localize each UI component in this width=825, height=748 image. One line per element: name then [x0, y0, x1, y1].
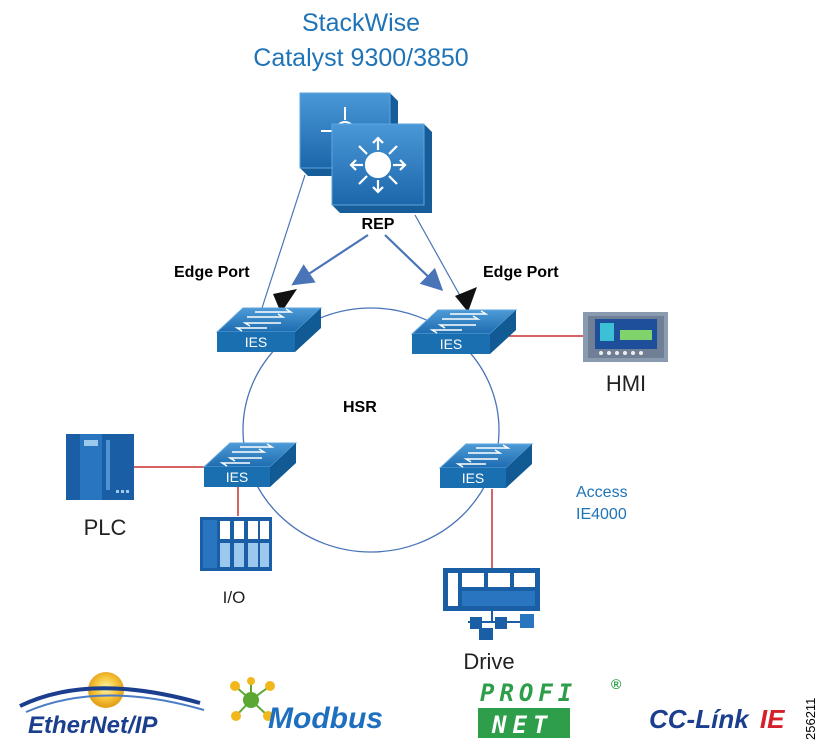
ies-label: IES: [245, 334, 268, 350]
cclink-ie-logo: CC-Línk IE: [649, 704, 785, 734]
router-arrows-icon: [349, 136, 407, 194]
modbus-logo-text: Modbus: [268, 702, 383, 735]
ies-switch-bottom-right: IES: [438, 443, 534, 488]
rep-arrow-right: [384, 234, 444, 292]
io-label: I/O: [223, 588, 246, 607]
svg-text:CC-Línk IE: CC-Línk IE: [649, 704, 785, 734]
registered-mark: ®: [611, 676, 622, 692]
uplink-right-thin: [414, 214, 469, 311]
hsr-label: HSR: [343, 399, 377, 416]
uplink-left-thin: [261, 174, 306, 309]
modbus-logo: Modbus: [230, 677, 383, 735]
cclink-logo-text: CC-Línk: [649, 704, 750, 734]
rep-arrow-left: [291, 234, 369, 286]
io-module-icon: [200, 517, 272, 571]
ies-switch-bottom-left: IES: [202, 442, 298, 487]
profinet-logo-line-1: PROFI: [480, 679, 577, 707]
ies-label: IES: [462, 470, 485, 486]
ies-switch-top-right: IES: [410, 309, 518, 354]
hsr-ring: [242, 307, 500, 553]
profinet-logo: PROFI NET ®: [477, 676, 622, 739]
ethernet-ip-logo-text: EtherNet/IP: [28, 712, 158, 739]
title-line-2: Catalyst 9300/3850: [253, 44, 468, 72]
ethernet-ip-logo: EtherNet/IP: [19, 672, 205, 739]
access-label-line-1: Access: [576, 484, 628, 501]
edge-port-arrow-left: [273, 289, 297, 313]
plc-label: PLC: [84, 515, 127, 540]
plc-icon: [66, 434, 134, 500]
figure-number: 256211: [803, 698, 818, 740]
edge-port-arrow-right: [455, 287, 477, 312]
core-switch-stack: [299, 92, 432, 213]
ies-label: IES: [226, 469, 249, 485]
modbus-molecule-icon: [230, 677, 275, 721]
ies-switch-top-left: IES: [215, 307, 323, 352]
drive-icon: [443, 568, 540, 640]
edge-port-right-label: Edge Port: [483, 264, 559, 281]
core-switch-front: [331, 123, 432, 213]
ies-label: IES: [440, 336, 463, 352]
rep-label: REP: [362, 216, 395, 233]
hmi-label: HMI: [606, 371, 646, 396]
hmi-panel-icon: [583, 312, 668, 362]
cclink-ie-text: IE: [760, 704, 785, 734]
edge-port-left-label: Edge Port: [174, 264, 250, 281]
access-label-line-2: IE4000: [576, 506, 627, 523]
drive-label: Drive: [463, 649, 514, 674]
profinet-logo-line-2: NET: [491, 711, 553, 739]
title-line-1: StackWise: [302, 9, 420, 37]
